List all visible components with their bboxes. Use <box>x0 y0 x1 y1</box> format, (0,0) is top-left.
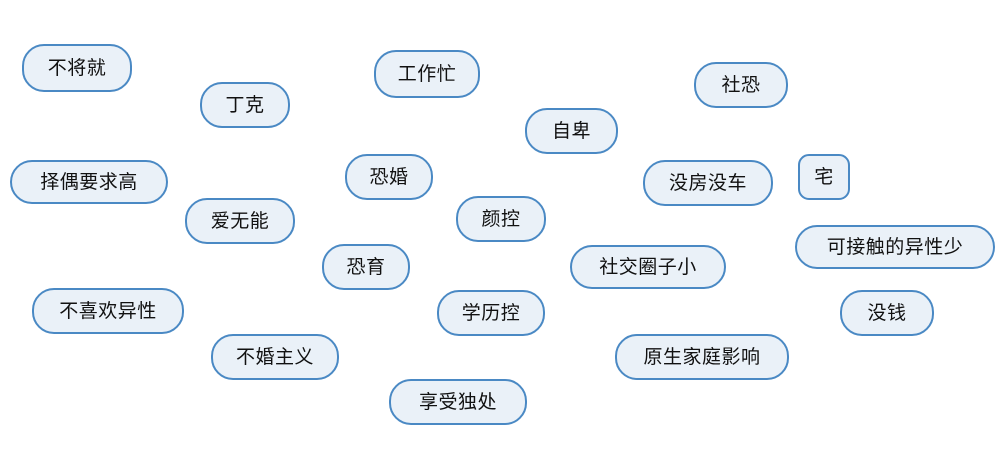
node-label: 没房没车 <box>668 172 747 194</box>
node-ke-jie-chu-yi-xing[interactable]: 可接触的异性少 <box>795 225 995 269</box>
node-bu-xi-huan-yi-xing[interactable]: 不喜欢异性 <box>32 288 184 334</box>
node-label: 可接触的异性少 <box>826 236 964 258</box>
node-xue-li-kong[interactable]: 学历控 <box>437 290 545 336</box>
node-label: 颜控 <box>481 208 521 230</box>
node-label: 丁克 <box>225 94 265 116</box>
node-label: 爱无能 <box>210 210 270 232</box>
node-bu-jiang-jiu[interactable]: 不将就 <box>22 44 132 92</box>
node-label: 恐育 <box>346 256 386 278</box>
node-gong-zuo-mang[interactable]: 工作忙 <box>374 50 480 98</box>
node-xiang-shou-du-chu[interactable]: 享受独处 <box>389 379 527 425</box>
node-ai-wu-neng[interactable]: 爱无能 <box>185 198 295 244</box>
node-ding-ke[interactable]: 丁克 <box>200 82 290 128</box>
node-she-kong[interactable]: 社恐 <box>694 62 788 108</box>
node-label: 工作忙 <box>397 63 457 85</box>
node-label: 原生家庭影响 <box>643 346 761 368</box>
node-yan-kong[interactable]: 颜控 <box>456 196 546 242</box>
node-label: 宅 <box>814 166 834 188</box>
node-kong-hun[interactable]: 恐婚 <box>345 154 433 200</box>
node-label: 自卑 <box>551 120 591 142</box>
node-mei-fang-mei-che[interactable]: 没房没车 <box>643 160 773 206</box>
node-label: 享受独处 <box>418 391 497 413</box>
node-kong-yu[interactable]: 恐育 <box>322 244 410 290</box>
node-she-jiao-quan-xiao[interactable]: 社交圈子小 <box>570 245 726 289</box>
node-label: 学历控 <box>461 302 521 324</box>
node-label: 恐婚 <box>369 166 409 188</box>
node-label: 不喜欢异性 <box>59 300 157 322</box>
node-mei-qian[interactable]: 没钱 <box>840 290 934 336</box>
node-zhai[interactable]: 宅 <box>798 154 850 200</box>
node-label: 不婚主义 <box>235 346 314 368</box>
node-label: 没钱 <box>867 302 907 324</box>
node-ze-ou-yao-qiu-gao[interactable]: 择偶要求高 <box>10 160 168 204</box>
node-label: 择偶要求高 <box>40 171 138 193</box>
node-yuan-sheng-jia-ting[interactable]: 原生家庭影响 <box>615 334 789 380</box>
node-label: 社恐 <box>721 74 761 96</box>
node-zi-bei[interactable]: 自卑 <box>525 108 618 154</box>
node-label: 不将就 <box>47 57 107 79</box>
node-label: 社交圈子小 <box>599 256 697 278</box>
node-bu-hun-zhu-yi[interactable]: 不婚主义 <box>211 334 339 380</box>
